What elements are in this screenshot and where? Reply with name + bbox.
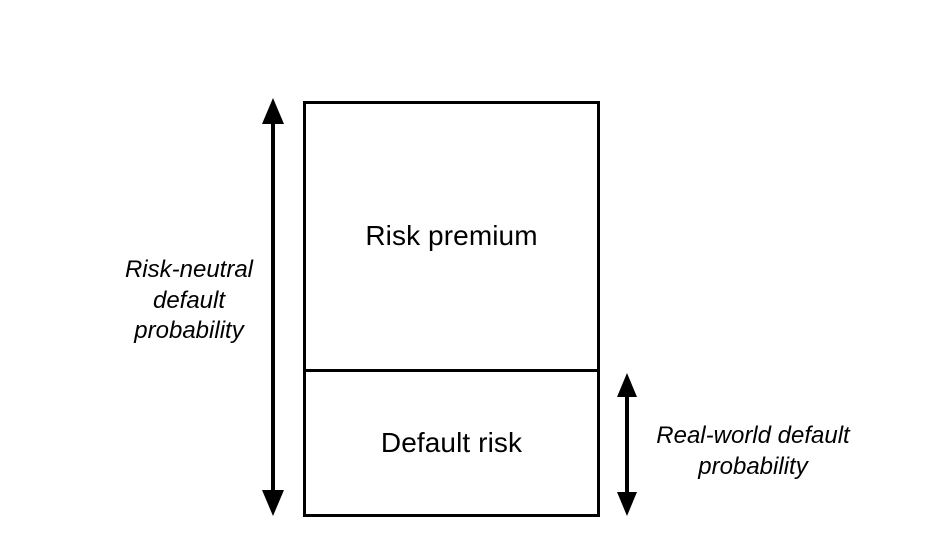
bar-segment-default-risk-label: Default risk xyxy=(380,426,523,458)
real-world-default-probability-label: Real-world default probability xyxy=(640,421,866,482)
risk-neutral-default-probability-label: Risk-neutral default probability xyxy=(78,255,300,347)
caption-right-line-2: probability xyxy=(698,452,808,480)
bar-segment-risk-premium-label: Risk premium xyxy=(365,220,538,252)
real-world-default-probability-arrow xyxy=(609,369,645,520)
caption-right-line-1: Real-world default xyxy=(656,422,850,449)
stacked-bar: Risk premium Default risk xyxy=(303,101,600,517)
risk-neutral-default-probability-arrow xyxy=(255,94,291,520)
bar-segment-default-risk: Default risk xyxy=(306,372,597,514)
caption-left-line-1: Risk-neutral xyxy=(124,256,254,283)
caption-left-line-2: default xyxy=(152,286,226,314)
caption-left-line-3: probability xyxy=(134,317,244,345)
bar-segment-risk-premium: Risk premium xyxy=(306,104,597,372)
